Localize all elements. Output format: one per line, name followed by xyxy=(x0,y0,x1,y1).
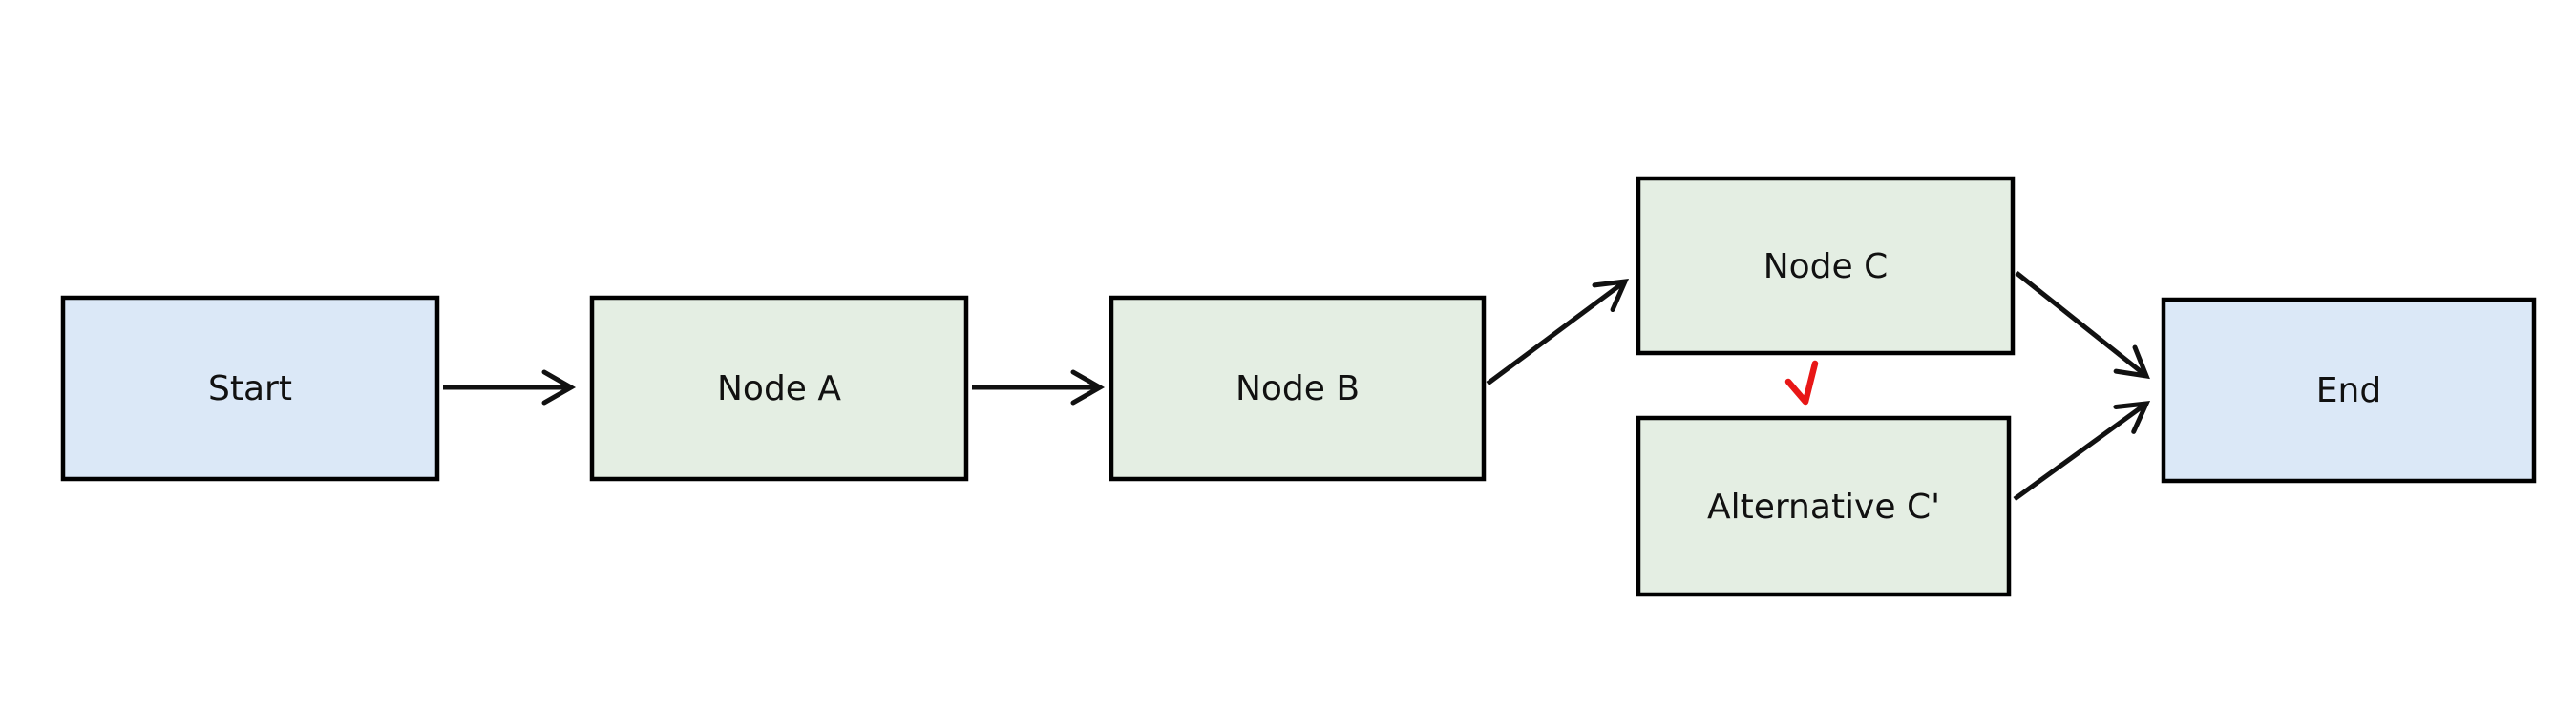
node-alternative-c-box xyxy=(1636,415,2012,597)
node-start-box xyxy=(60,295,440,482)
node-c: Node C xyxy=(1636,176,2016,356)
node-alternative-c-label: Alternative C' xyxy=(1707,488,1940,527)
node-end: End xyxy=(2161,297,2537,484)
node-start: Start xyxy=(60,295,440,482)
edge-node-b-to-node-c xyxy=(1486,278,1630,386)
node-b: Node B xyxy=(1109,295,1487,482)
edges xyxy=(443,271,2151,502)
node-start-label: Start xyxy=(208,369,292,408)
node-end-label: End xyxy=(2316,371,2381,410)
node-b-box xyxy=(1109,295,1487,482)
node-b-label: Node B xyxy=(1235,369,1360,408)
node-a: Node A xyxy=(589,295,969,482)
node-a-box xyxy=(589,295,969,482)
node-end-box xyxy=(2161,297,2537,484)
node-a-label: Node A xyxy=(717,369,841,408)
node-c-box xyxy=(1636,176,2016,356)
node-c-label: Node C xyxy=(1763,247,1889,286)
checkmark-icon xyxy=(1784,360,1819,406)
edge-node-c-to-end xyxy=(2015,271,2150,380)
node-alternative-c: Alternative C' xyxy=(1636,415,2012,597)
edge-alternative-c-to-end xyxy=(2013,401,2151,502)
